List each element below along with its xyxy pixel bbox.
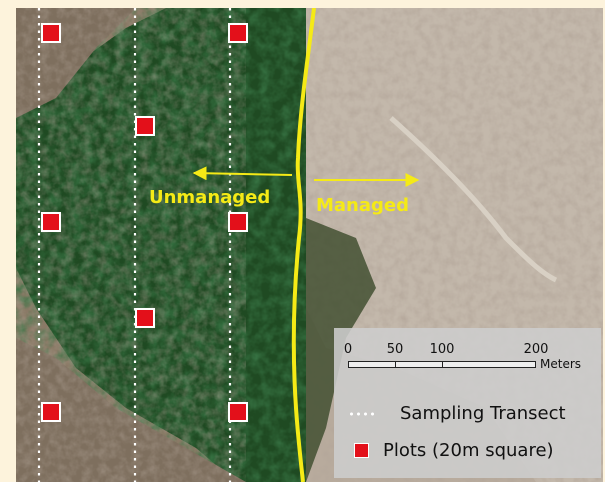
plot-marker [41, 402, 61, 422]
plot-marker [135, 116, 155, 136]
scale-unit: Meters [540, 357, 582, 371]
plot-marker [41, 212, 61, 232]
legend-item-transect: Sampling Transect [348, 403, 566, 424]
plot-square-icon [354, 443, 369, 458]
plot-marker [228, 402, 248, 422]
label-unmanaged: Unmanaged [149, 187, 270, 208]
label-managed: Managed [316, 195, 409, 216]
map-legend: 0 50 100 200 Meters Sampling Transect Pl… [334, 328, 601, 478]
aerial-map: Unmanaged Managed 0 50 100 200 Meters Sa… [16, 8, 603, 482]
legend-transect-label: Sampling Transect [400, 403, 566, 424]
scale-bar [348, 361, 536, 368]
plot-marker [228, 212, 248, 232]
road [389, 116, 558, 283]
scale-label-100: 100 [429, 342, 455, 357]
legend-item-plots: Plots (20m square) [348, 440, 554, 461]
plot-marker [41, 23, 61, 43]
arrow-unmanaged [192, 166, 293, 181]
legend-plots-label: Plots (20m square) [383, 440, 554, 461]
scale-label-200: 200 [523, 342, 549, 357]
scale-label-50: 50 [386, 342, 404, 357]
management-boundary [291, 8, 316, 482]
plot-marker [228, 23, 248, 43]
transect-swatch-icon [348, 411, 378, 416]
scale-label-0: 0 [343, 342, 353, 357]
map-canvas: Unmanaged Managed [16, 8, 603, 482]
plot-marker [135, 308, 155, 328]
plot-markers [41, 23, 248, 422]
